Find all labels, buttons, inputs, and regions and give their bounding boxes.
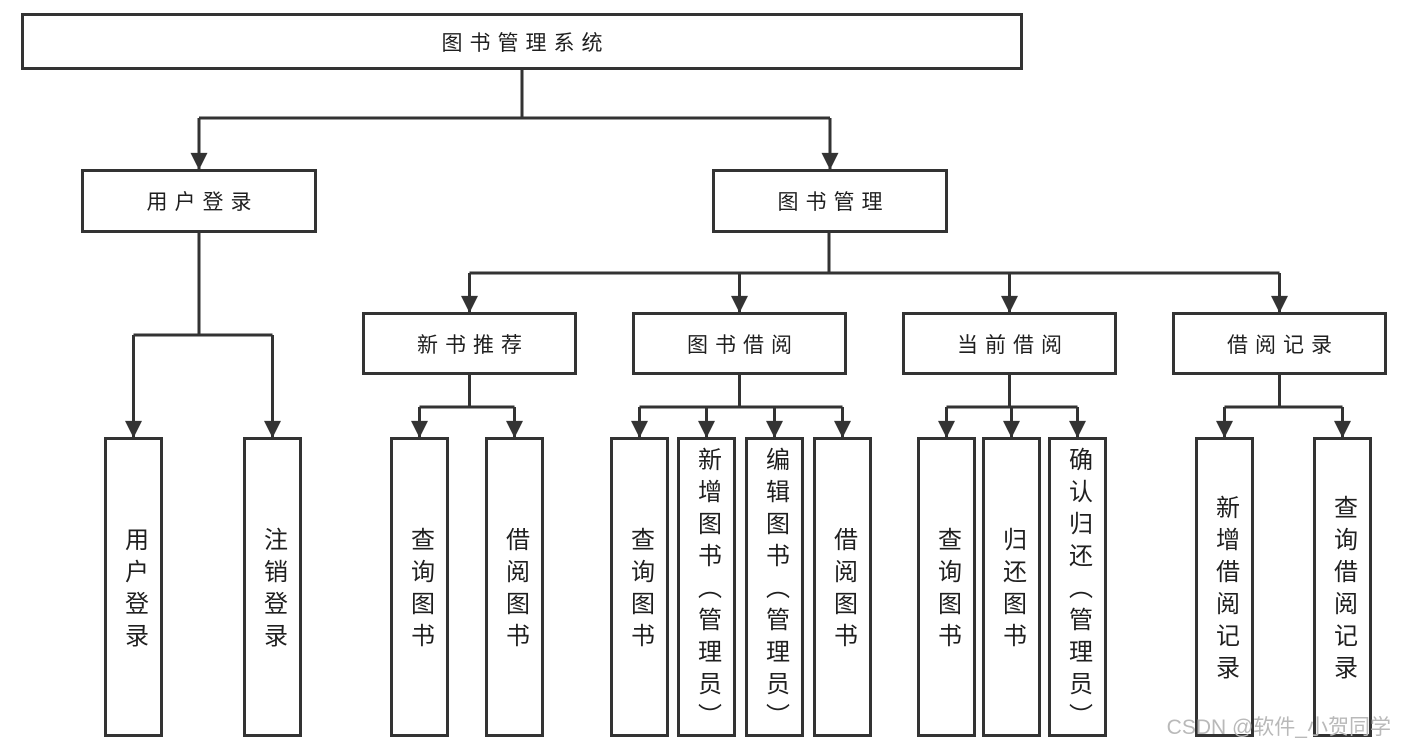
csdn-watermark: CSDN @软件_小贺同学 — [1166, 716, 1391, 739]
node-user-login: 用户登录 — [81, 169, 317, 233]
leaf-edit-book-admin: 编辑图书（管理员） — [745, 437, 804, 737]
leaf-borrow-borrow-books: 借阅图书 — [813, 437, 872, 737]
leaf-current-query-books-label: 查询图书 — [933, 527, 961, 655]
leaf-return-book-label: 归还图书 — [998, 527, 1026, 655]
leaf-add-book-admin-label: 新增图书（管理员） — [693, 447, 721, 735]
leaf-borrow-query-books-label: 查询图书 — [626, 527, 654, 655]
leaf-recommend-borrow-books-label: 借阅图书 — [501, 527, 529, 655]
leaf-add-borrow-record-label: 新增借阅记录 — [1211, 495, 1239, 687]
node-book-management: 图书管理 — [712, 169, 948, 233]
leaf-confirm-return-admin: 确认归还（管理员） — [1048, 437, 1107, 737]
leaf-recommend-borrow-books: 借阅图书 — [485, 437, 544, 737]
leaf-query-borrow-record: 查询借阅记录 — [1313, 437, 1372, 737]
leaf-current-query-books: 查询图书 — [917, 437, 976, 737]
node-root-system-label: 图书管理系统 — [441, 31, 610, 55]
leaf-recommend-query-books: 查询图书 — [390, 437, 449, 737]
node-borrow-records: 借阅记录 — [1172, 312, 1387, 375]
leaf-user-login: 用户登录 — [104, 437, 163, 737]
leaf-user-login-label: 用户登录 — [120, 527, 148, 655]
leaf-confirm-return-admin-label: 确认归还（管理员） — [1064, 447, 1092, 735]
leaf-return-book: 归还图书 — [982, 437, 1041, 737]
leaf-logout-label: 注销登录 — [259, 527, 287, 655]
node-new-book-recommend: 新书推荐 — [362, 312, 577, 375]
node-book-management-label: 图书管理 — [777, 191, 890, 214]
node-root-system: 图书管理系统 — [21, 13, 1023, 70]
node-borrow-records-label: 借阅记录 — [1227, 333, 1339, 357]
leaf-add-book-admin: 新增图书（管理员） — [677, 437, 736, 737]
leaf-edit-book-admin-label: 编辑图书（管理员） — [761, 447, 789, 735]
leaf-borrow-borrow-books-label: 借阅图书 — [829, 527, 857, 655]
leaf-borrow-query-books: 查询图书 — [610, 437, 669, 737]
node-user-login-label: 用户登录 — [146, 191, 259, 214]
node-new-book-recommend-label: 新书推荐 — [417, 333, 529, 357]
node-current-borrow-label: 当前借阅 — [957, 333, 1069, 357]
leaf-query-borrow-record-label: 查询借阅记录 — [1329, 495, 1357, 687]
node-current-borrow: 当前借阅 — [902, 312, 1117, 375]
node-book-borrow-label: 图书借阅 — [687, 333, 799, 357]
node-book-borrow: 图书借阅 — [632, 312, 847, 375]
leaf-logout: 注销登录 — [243, 437, 302, 737]
leaf-add-borrow-record: 新增借阅记录 — [1195, 437, 1254, 737]
leaf-recommend-query-books-label: 查询图书 — [406, 527, 434, 655]
